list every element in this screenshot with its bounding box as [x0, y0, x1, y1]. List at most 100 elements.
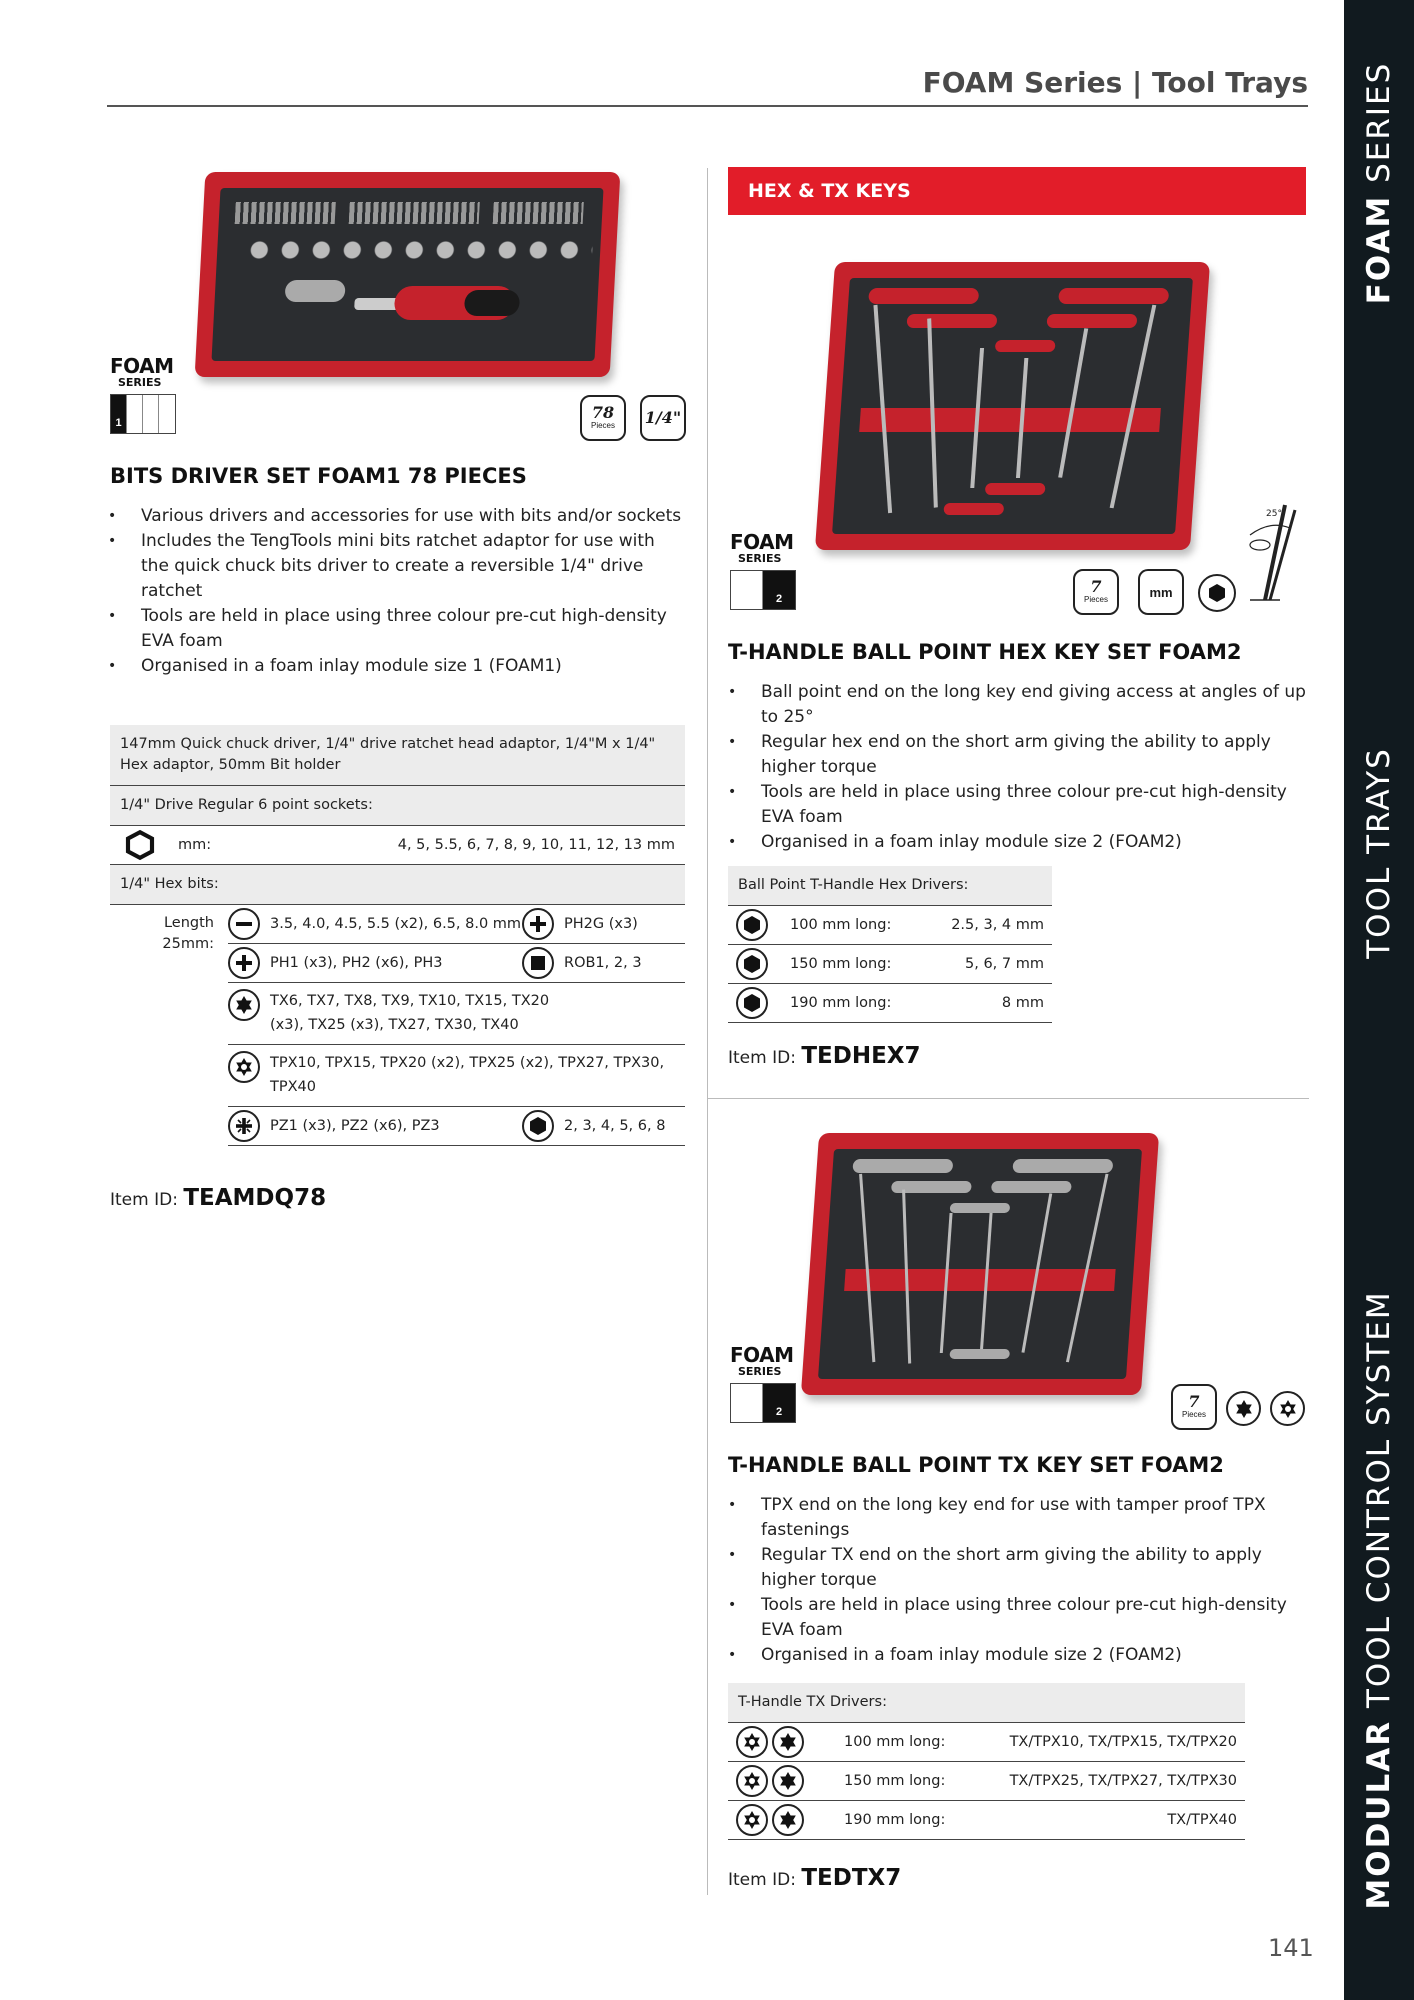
side-label-tool-trays: TOOL TRAYS: [1361, 747, 1397, 959]
pozidriv-icon: [228, 1110, 260, 1142]
foam-series-badge: FOAM SERIES 1: [110, 356, 180, 446]
list-item: Tools are held in place using three colo…: [108, 604, 688, 654]
contents-table: 147mm Quick chuck driver, 1/4" drive rat…: [110, 725, 685, 1146]
column-divider: [707, 168, 708, 1895]
table-header: Ball Point T-Handle Hex Drivers:: [728, 866, 1052, 906]
foam-series-badge: FOAM SERIES 2: [730, 1345, 800, 1435]
length-label: Length 25mm:: [162, 915, 214, 952]
hex-icon: [736, 948, 768, 980]
table-cell: 4, 5, 5.5, 6, 7, 8, 9, 10, 11, 12, 13 mm: [397, 837, 675, 853]
table-cell: PZ1 (x3), PZ2 (x6), PZ3: [270, 1118, 440, 1134]
bits-grid: 3.5, 4.0, 4.5, 5.5 (x2), 6.5, 8.0 mm PH2…: [228, 905, 685, 1146]
list-item: Regular TX end on the short arm giving t…: [728, 1543, 1308, 1593]
table-row: 190 mm long: TX/TPX40: [728, 1801, 1245, 1840]
hex-icon: [736, 987, 768, 1019]
product-photo-hex-key-set: [814, 262, 1211, 550]
phillips-icon: [522, 908, 554, 940]
product-title: BITS DRIVER SET FOAM1 78 PIECES: [110, 464, 527, 488]
tx-drivers-table: T-Handle TX Drivers: 100 mm long: TX/TPX…: [728, 1683, 1245, 1840]
section-heading: HEX & TX KEYS: [728, 167, 1306, 215]
list-item: Various drivers and accessories for use …: [108, 504, 688, 529]
hex-drivers-table: Ball Point T-Handle Hex Drivers: 100 mm …: [728, 866, 1052, 1023]
list-item: Includes the TengTools mini bits ratchet…: [108, 529, 688, 604]
ball-point-angle-icon: 25°: [1249, 504, 1297, 601]
product-photo-tx-key-set: [800, 1133, 1160, 1395]
module-size-indicator: 2: [730, 570, 796, 610]
item-id: Item ID: TEDHEX7: [728, 1043, 921, 1069]
table-row: TPX10, TPX15, TPX20 (x2), TPX25 (x2), TP…: [228, 1045, 685, 1107]
table-row: 150 mm long: TX/TPX25, TX/TPX27, TX/TPX3…: [728, 1762, 1245, 1801]
hex-icon: [736, 909, 768, 941]
angle-label: 25°: [1266, 509, 1282, 519]
module-size-indicator: 2: [730, 1383, 796, 1423]
list-item: Regular hex end on the short arm giving …: [728, 730, 1308, 780]
table-cell: PH1 (x3), PH2 (x6), PH3: [270, 955, 443, 971]
torx-icon: [772, 1726, 804, 1758]
table-row: 190 mm long: 8 mm: [728, 984, 1052, 1023]
torx-icon: [1226, 1391, 1261, 1426]
table-row: 100 mm long: 2.5, 3, 4 mm: [728, 906, 1052, 945]
torx-icon: [772, 1765, 804, 1797]
table-row: PZ1 (x3), PZ2 (x6), PZ3 2, 3, 4, 5, 6, 8: [228, 1107, 685, 1146]
hex-socket-icon: [124, 829, 156, 861]
slotted-icon: [228, 908, 260, 940]
page-title: FOAM Series | Tool Trays: [922, 66, 1308, 99]
page-number: 141: [1268, 1934, 1314, 1962]
table-cell: mm:: [178, 837, 212, 853]
page-header: FOAM Series | Tool Trays: [107, 60, 1308, 107]
list-item: Tools are held in place using three colo…: [728, 1593, 1308, 1643]
list-item: Organised in a foam inlay module size 2 …: [728, 830, 1308, 855]
product-title: T-HANDLE BALL POINT TX KEY SET FOAM2: [728, 1453, 1224, 1477]
table-row: 147mm Quick chuck driver, 1/4" drive rat…: [110, 725, 685, 786]
table-row: 100 mm long: TX/TPX10, TX/TPX15, TX/TPX2…: [728, 1723, 1245, 1762]
phillips-icon: [228, 947, 260, 979]
product-photo-bits-driver-set: [194, 172, 621, 377]
table-cell: TX6, TX7, TX8, TX9, TX10, TX15, TX20 (x3…: [270, 993, 550, 1033]
feature-list: Various drivers and accessories for use …: [108, 504, 688, 679]
table-cell: PH2G (x3): [564, 916, 638, 932]
side-label-modular: MODULAR TOOL CONTROL SYSTEM: [1361, 1290, 1397, 1910]
table-row: 150 mm long: 5, 6, 7 mm: [728, 945, 1052, 984]
foam-series-badge: FOAM SERIES 2: [730, 532, 800, 622]
table-cell: 2, 3, 4, 5, 6, 8: [564, 1118, 666, 1134]
hex-bit-icon: [522, 1110, 554, 1142]
product-title: T-HANDLE BALL POINT HEX KEY SET FOAM2: [728, 640, 1242, 664]
torx-tamper-icon: [1270, 1391, 1305, 1426]
item-id: Item ID: TEAMDQ78: [110, 1185, 327, 1211]
table-row: TX6, TX7, TX8, TX9, TX10, TX15, TX20 (x3…: [228, 983, 685, 1045]
table-row: 3.5, 4.0, 4.5, 5.5 (x2), 6.5, 8.0 mm PH2…: [228, 905, 685, 944]
table-row: PH1 (x3), PH2 (x6), PH3 ROB1, 2, 3: [228, 944, 685, 983]
item-id: Item ID: TEDTX7: [728, 1865, 902, 1891]
table-cell: TPX10, TPX15, TPX20 (x2), TPX25 (x2), TP…: [270, 1055, 665, 1095]
table-row: mm: 4, 5, 5.5, 6, 7, 8, 9, 10, 11, 12, 1…: [110, 826, 685, 865]
torx-icon: [228, 989, 260, 1021]
table-row: 1/4" Hex bits:: [110, 865, 685, 905]
table-row: 1/4" Drive Regular 6 point sockets:: [110, 786, 685, 826]
torx-tamper-icon: [736, 1765, 768, 1797]
torx-icon: [772, 1804, 804, 1836]
metric-unit-icon: mm: [1138, 569, 1184, 615]
list-item: Organised in a foam inlay module size 2 …: [728, 1643, 1308, 1668]
side-label-foam-series: FOAM SERIES: [1361, 61, 1397, 305]
torx-tamper-icon: [228, 1051, 260, 1083]
list-item: Organised in a foam inlay module size 1 …: [108, 654, 688, 679]
drive-size-icon: 1/4": [640, 395, 686, 441]
torx-tamper-icon: [736, 1726, 768, 1758]
module-size-indicator: 1: [110, 394, 176, 434]
feature-list: TPX end on the long key end for use with…: [728, 1493, 1308, 1668]
section-divider: [708, 1098, 1309, 1099]
table-header: T-Handle TX Drivers:: [728, 1683, 1245, 1723]
table-cell: ROB1, 2, 3: [564, 955, 642, 971]
torx-tamper-icon: [736, 1804, 768, 1836]
bits-block: Length 25mm: 3.5, 4.0, 4.5, 5.5 (x2), 6.…: [110, 905, 685, 1146]
list-item: TPX end on the long key end for use with…: [728, 1493, 1308, 1543]
square-drive-icon: [522, 947, 554, 979]
table-cell: 3.5, 4.0, 4.5, 5.5 (x2), 6.5, 8.0 mm: [270, 916, 522, 932]
list-item: Ball point end on the long key end givin…: [728, 680, 1308, 730]
list-item: Tools are held in place using three colo…: [728, 780, 1308, 830]
feature-list: Ball point end on the long key end givin…: [728, 680, 1308, 855]
side-band: FOAM SERIES TOOL TRAYS MODULAR TOOL CONT…: [1344, 0, 1414, 2000]
